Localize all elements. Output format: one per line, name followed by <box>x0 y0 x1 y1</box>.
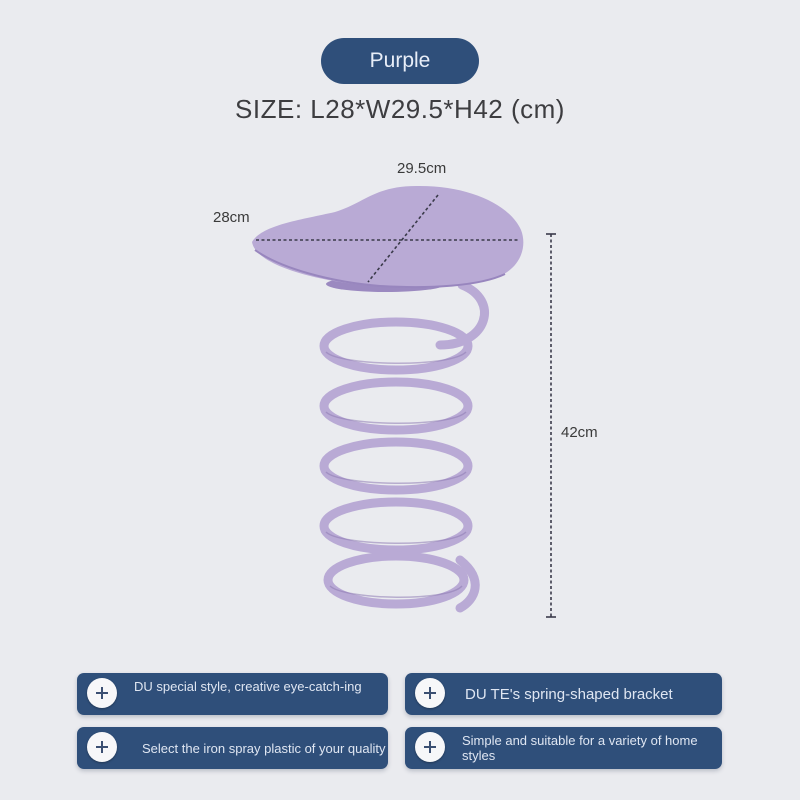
plus-icon <box>87 678 117 708</box>
height-dimension-label: 42cm <box>561 424 598 441</box>
plus-icon <box>87 732 117 762</box>
feature-text: Simple and suitable for a variety of hom… <box>462 733 698 764</box>
color-badge: Purple <box>321 38 479 84</box>
top-plate <box>252 185 524 288</box>
length-dimension-label: 28cm <box>213 209 250 226</box>
feature-text: DU special style, creative eye-catch-ing <box>134 679 362 694</box>
feature-item-spring-bracket: DU TE's spring-shaped bracket <box>405 673 722 715</box>
width-dimension-label: 29.5cm <box>397 160 447 177</box>
height-dimension-line <box>546 233 556 618</box>
size-title: SIZE: L28*W29.5*H42 (cm) <box>235 94 565 124</box>
plus-icon <box>415 732 445 762</box>
feature-text: DU TE's spring-shaped bracket <box>465 686 673 703</box>
spring-coils <box>319 280 489 613</box>
feature-item-home-styles: Simple and suitable for a variety of hom… <box>405 727 722 769</box>
product-illustration: 29.5cm 28cm 42cm <box>213 160 598 618</box>
feature-text: Select the iron spray plastic of your qu… <box>142 741 386 756</box>
plate-dimension-lines <box>256 194 518 283</box>
plus-icon <box>415 678 445 708</box>
feature-item-creative-style: DU special style, creative eye-catch-ing <box>77 673 388 715</box>
feature-item-iron-spray: Select the iron spray plastic of your qu… <box>77 727 388 769</box>
spring-stand-drawing <box>252 185 556 618</box>
